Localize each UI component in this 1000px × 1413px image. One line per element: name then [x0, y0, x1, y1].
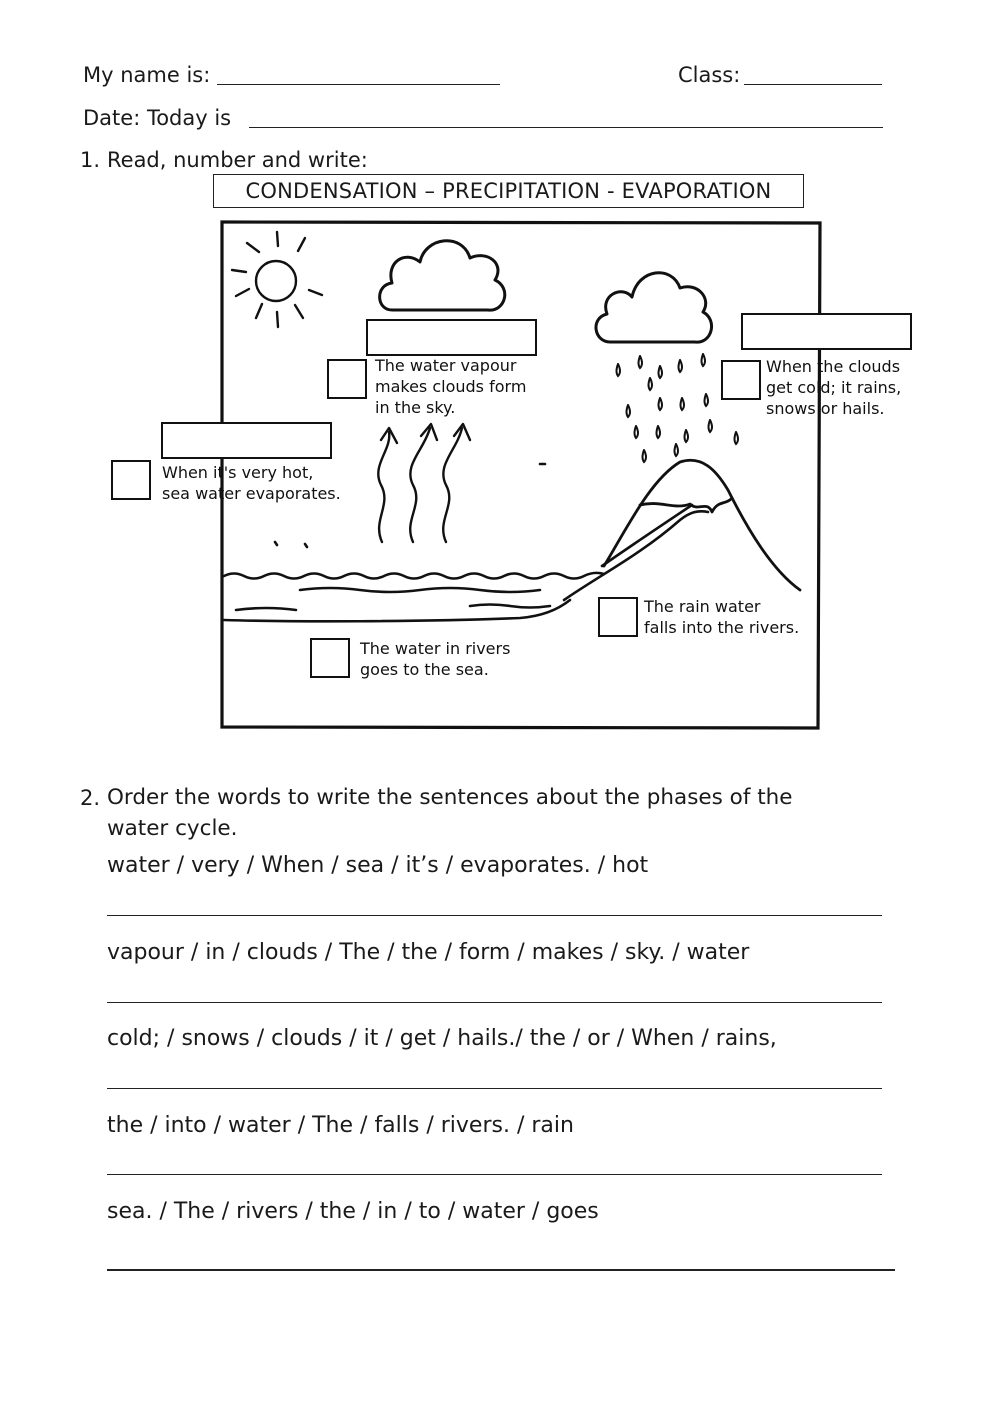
caption-line: sea water evaporates.: [162, 484, 341, 503]
caption-line: get cold; it rains,: [766, 378, 902, 397]
scrambled-sentence-4: the / into / water / The / falls / river…: [107, 1113, 574, 1138]
collection-number-box[interactable]: [310, 638, 350, 678]
caption-line: goes to the sea.: [360, 660, 489, 679]
caption-line: When it's very hot,: [162, 463, 314, 482]
name-label: My name is:: [83, 63, 211, 87]
precipitation-answer-box[interactable]: [741, 313, 912, 350]
caption-line: The water in rivers: [360, 639, 511, 658]
answer-line-4[interactable]: [107, 1174, 882, 1175]
condensation-number-box[interactable]: [327, 359, 367, 399]
caption-line: When the clouds: [766, 357, 901, 376]
diagram-frame: [220, 220, 822, 730]
date-label: Date: Today is: [83, 106, 232, 130]
collection-caption: The water in rivers goes to the sea.: [360, 638, 510, 680]
sea-icon: [222, 462, 606, 623]
caption-line: snows or hails.: [766, 399, 885, 418]
exercise1-instruction: Read, number and write:: [107, 148, 368, 172]
runoff-caption: The rain water falls into the rivers.: [644, 596, 799, 638]
exercise1-number: 1.: [80, 148, 101, 172]
answer-line-2[interactable]: [107, 1002, 882, 1003]
answer-line-3[interactable]: [107, 1088, 882, 1089]
water-cycle-diagram: [220, 220, 822, 730]
river-icon: [562, 503, 710, 602]
scrambled-sentence-2: vapour / in / clouds / The / the / form …: [107, 940, 750, 965]
scrambled-sentence-1: water / very / When / sea / it’s / evapo…: [107, 853, 649, 878]
sun-icon: [230, 230, 324, 329]
exercise2-number: 2.: [80, 786, 101, 810]
evaporation-arrows-icon: [377, 422, 472, 544]
rain-cloud-icon: [594, 271, 714, 344]
precipitation-caption: When the clouds get cold; it rains, snow…: [766, 356, 901, 419]
exercise2-instruction-line2: water cycle.: [107, 816, 238, 841]
caption-line: makes clouds form: [375, 377, 527, 396]
caption-line: in the sky.: [375, 398, 456, 417]
answer-line-1[interactable]: [107, 915, 882, 916]
date-answer-line[interactable]: [249, 127, 883, 128]
evaporation-number-box[interactable]: [111, 460, 151, 500]
condensation-answer-box[interactable]: [366, 319, 537, 356]
exercise2-instruction-line1: Order the words to write the sentences a…: [107, 785, 793, 810]
condensation-caption: The water vapour makes clouds form in th…: [375, 355, 526, 418]
word-bank: CONDENSATION – PRECIPITATION - EVAPORATI…: [213, 174, 804, 208]
mountain-icon: [602, 459, 802, 592]
scrambled-sentence-3: cold; / snows / clouds / it / get / hail…: [107, 1026, 777, 1051]
evaporation-answer-box[interactable]: [161, 422, 332, 459]
caption-line: The rain water: [644, 597, 761, 616]
scrambled-sentence-5: sea. / The / rivers / the / in / to / wa…: [107, 1199, 599, 1224]
class-answer-line[interactable]: [744, 84, 882, 85]
caption-line: The water vapour: [375, 356, 517, 375]
runoff-number-box[interactable]: [598, 597, 638, 637]
precipitation-number-box[interactable]: [721, 360, 761, 400]
name-answer-line[interactable]: [217, 84, 500, 85]
cloud-icon: [378, 239, 507, 312]
caption-line: falls into the rivers.: [644, 618, 800, 637]
evaporation-caption: When it's very hot, sea water evaporates…: [162, 462, 341, 504]
class-label: Class:: [678, 63, 741, 87]
answer-line-5[interactable]: [107, 1269, 895, 1271]
raindrops-icon: [615, 353, 739, 464]
